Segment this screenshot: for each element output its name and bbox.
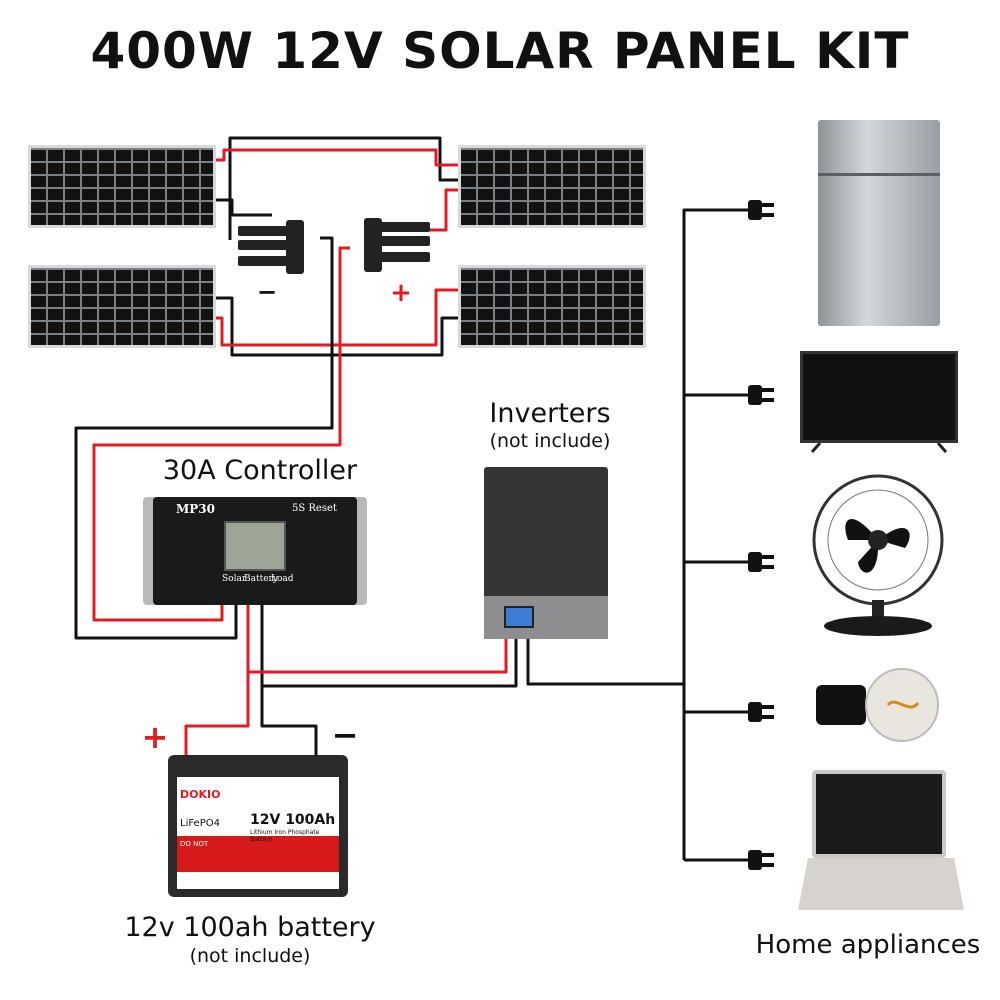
inverter-panel <box>484 596 608 639</box>
panel-wire-black-top <box>228 136 458 240</box>
controller-terminal-battery: Battery <box>244 574 278 584</box>
pv-positive-wire <box>92 246 350 622</box>
inverters-note: (not include) <box>489 430 611 452</box>
home-appliances-label: Home appliances <box>755 930 981 960</box>
fridge-icon <box>818 120 940 326</box>
bulb-icon <box>816 668 939 742</box>
battery-minus-sign: − <box>331 716 359 754</box>
battery-negative-wire <box>260 600 318 758</box>
fridge-door-seam <box>818 173 940 176</box>
controller-lcd <box>224 521 286 571</box>
inverter-positive-wire <box>248 636 508 674</box>
controller-reset: 5S Reset <box>292 503 337 514</box>
panel-wire-black-mid <box>216 198 272 217</box>
minus-sign-pv: − <box>256 278 278 306</box>
fan-icon <box>812 474 944 636</box>
solar-panel-top-right <box>458 145 646 228</box>
battery-brand: DOKIO <box>180 788 221 801</box>
controller-model: MP30 <box>176 502 216 516</box>
appliance-plugs <box>748 200 774 870</box>
solar-panel-top-left <box>28 145 216 228</box>
laptop-icon <box>812 770 946 858</box>
panel-wire-red-bottom <box>216 288 458 347</box>
page-title: 400W 12V SOLAR PANEL KIT <box>90 22 910 80</box>
battery-subtitle: Lithium Iron Phosphate Battery <box>250 829 320 843</box>
controller-label: 30A Controller <box>162 455 358 486</box>
tv-icon <box>800 351 958 443</box>
pv-negative-wire <box>74 236 334 640</box>
battery-warning-band <box>177 836 339 872</box>
inverter-screen <box>504 606 534 628</box>
controller-terminal-load: Load <box>271 574 294 584</box>
appliance-bus-wire <box>682 208 750 862</box>
battery-chem: LiFePO4 <box>180 818 220 829</box>
panel-wire-black-bottom <box>216 296 458 357</box>
solar-panel-bottom-left <box>28 265 216 348</box>
inverter-output-wire <box>526 636 684 686</box>
laptop-keyboard <box>798 858 964 910</box>
mc4-branch-connectors <box>238 218 430 274</box>
battery-label: 12v 100ah battery <box>124 912 376 943</box>
plus-sign-pv: + <box>390 278 412 308</box>
battery-positive-wire <box>184 600 250 758</box>
inverters-label: Inverters <box>489 398 611 429</box>
tv-stand <box>810 442 948 453</box>
controller-terminal-solar: Solar <box>222 574 247 584</box>
battery-note: (not include) <box>189 945 311 967</box>
battery-plus-sign: + <box>141 718 169 756</box>
panel-wire-red-top <box>216 148 458 167</box>
solar-panel-bottom-right <box>458 265 646 348</box>
battery-warning: DO NOT <box>180 840 209 848</box>
inverter-negative-wire <box>262 636 518 688</box>
battery-spec: 12V 100Ah <box>250 812 336 828</box>
